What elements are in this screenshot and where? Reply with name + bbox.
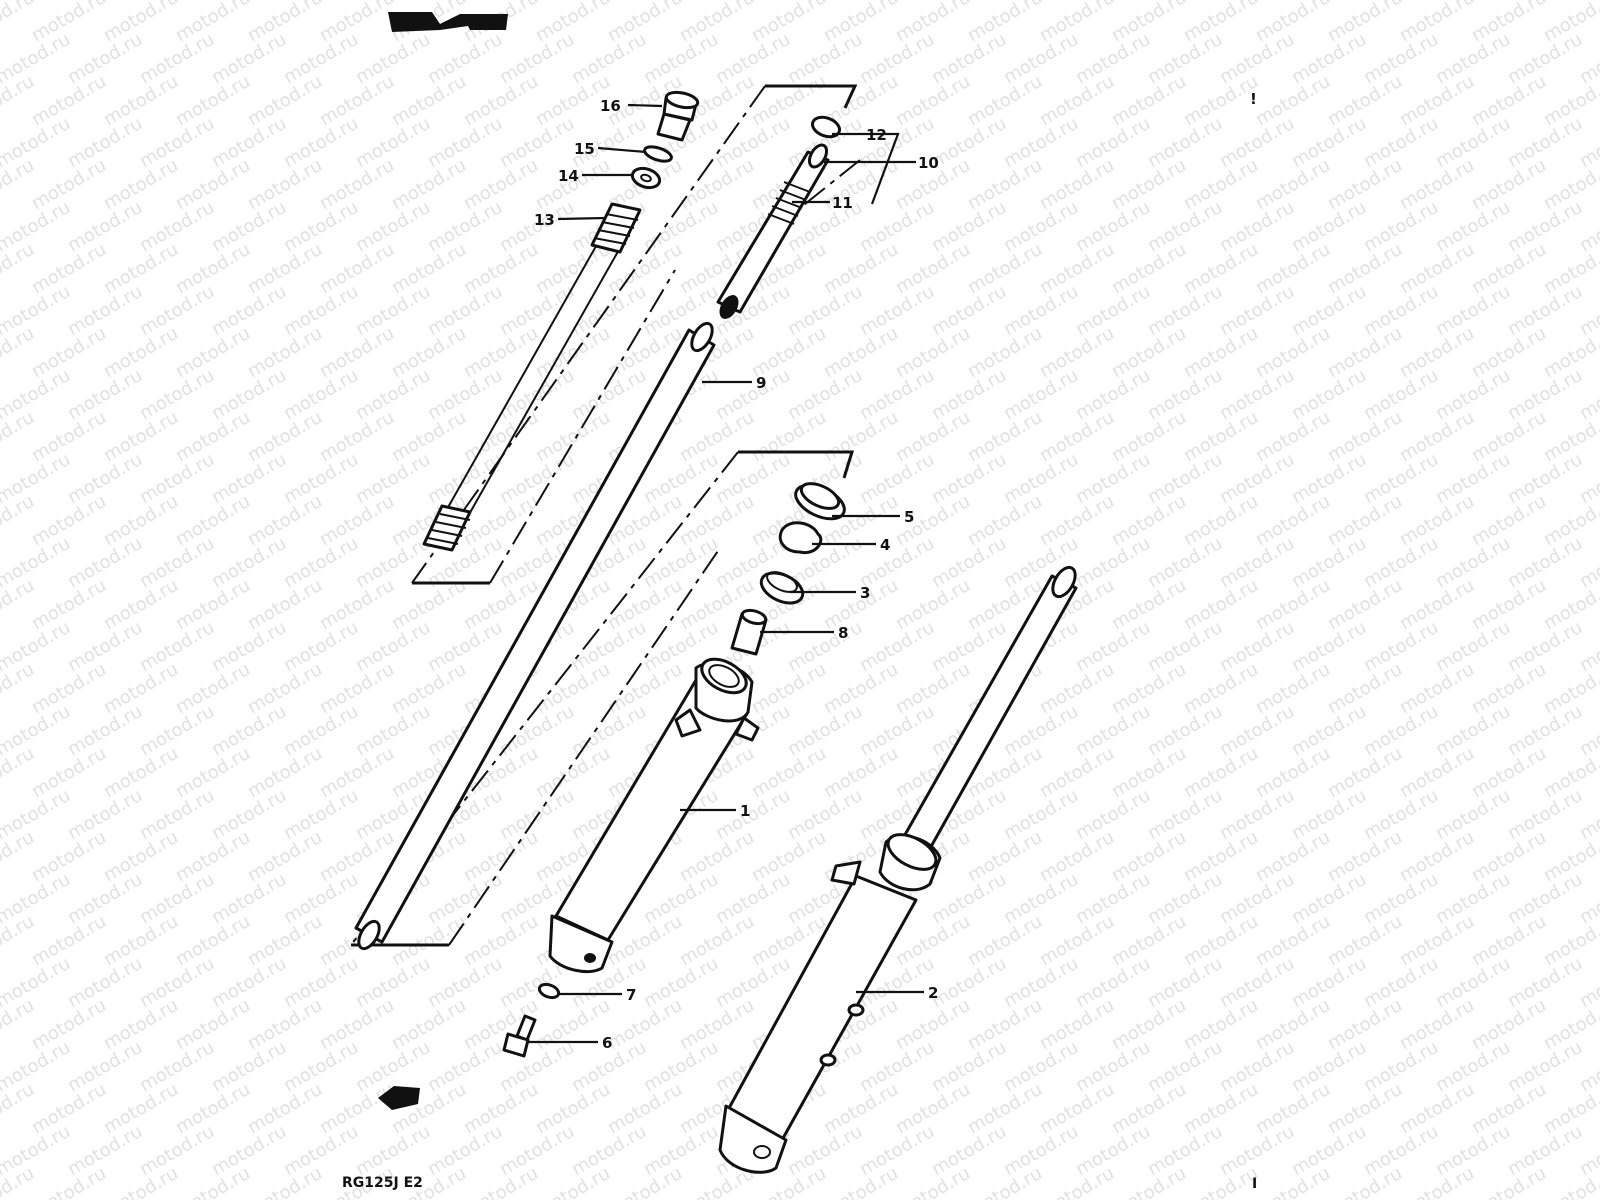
part-15-o-ring: [643, 145, 673, 163]
label-5: 5: [904, 508, 914, 526]
label-10: 10: [918, 154, 939, 172]
page-mark: I: [1252, 1176, 1257, 1192]
front-arrow-icon: [378, 1086, 420, 1110]
part-1-outer-tube: [548, 657, 760, 973]
label-15: 15: [574, 140, 595, 158]
label-13: 13: [534, 211, 555, 229]
label-7: 7: [626, 986, 636, 1004]
part-4-oil-seal-ring: [778, 521, 823, 555]
label-11: 11: [832, 194, 853, 212]
part-2-front-fork: [718, 565, 1078, 1174]
part-8-cylinder-bushing: [730, 608, 768, 656]
label-3: 3: [860, 584, 870, 602]
watermark-text: motod.ru: [0, 0, 38, 46]
part-3-oil-seal-spacer: [759, 571, 805, 605]
model-code: RG125J E2: [342, 1175, 423, 1191]
part-13-fork-spring: [422, 202, 642, 552]
part-6-bolt: [502, 1014, 537, 1058]
label-4: 4: [880, 536, 890, 554]
part-5-dust-seal: [794, 482, 846, 521]
part-16-cap-bolt: [656, 90, 700, 142]
part-7-gasket-washer: [537, 982, 561, 1000]
label-8: 8: [838, 624, 848, 642]
leader-lines: [528, 103, 924, 1044]
label-9: 9: [756, 374, 766, 392]
label-1: 1: [740, 802, 750, 820]
watermark-text: motod.ru: [1576, 0, 1600, 4]
header-mark: [388, 12, 508, 32]
part-9-inner-tube: [354, 321, 716, 951]
label-2: 2: [928, 984, 938, 1002]
part-12-ring: [810, 115, 842, 139]
exclamation-mark: !: [1250, 90, 1257, 108]
label-12: 12: [866, 126, 887, 144]
label-14: 14: [558, 167, 579, 185]
part-10-damper-rod: [716, 143, 830, 319]
part-14-spacer: [630, 166, 662, 190]
part-labels: 16 15 14 13 12 10 11 9 5 4 3 8 1 2 7 6: [534, 97, 939, 1052]
label-6: 6: [602, 1034, 612, 1052]
label-16: 16: [600, 97, 621, 115]
